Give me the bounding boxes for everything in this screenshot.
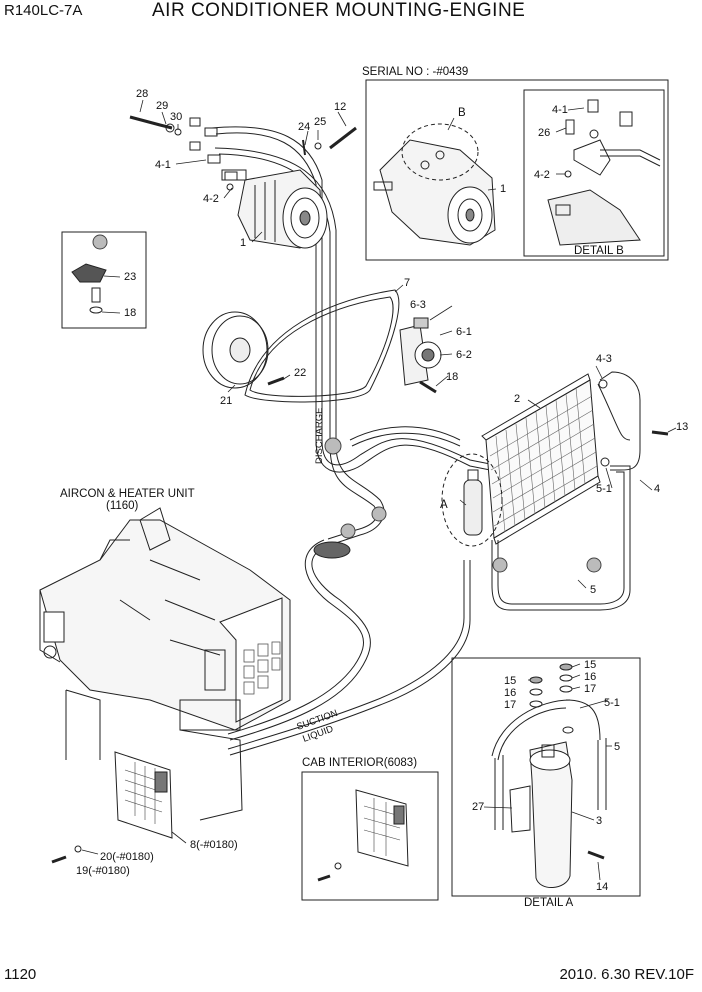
detail-a-orings xyxy=(529,663,573,708)
part-label-8: 8(-#0180) xyxy=(190,839,238,851)
part-label-1: 1 xyxy=(240,237,246,249)
screw-19-20 xyxy=(51,845,82,864)
detail-b-caption: DETAIL B xyxy=(574,245,624,257)
part-label-20: 20(-#0180) xyxy=(100,851,154,863)
part-label-5: 5 xyxy=(590,584,596,596)
detail-a-drier xyxy=(491,699,607,888)
detail-a-label-15-right: 15 xyxy=(584,659,596,671)
part-label-19: 19(-#0180) xyxy=(76,865,130,877)
revision-date: 2010. 6.30 REV.10F xyxy=(559,966,694,983)
detail-a-label-17-right: 17 xyxy=(584,683,596,695)
detail-a-label-16-right: 16 xyxy=(584,671,596,683)
part-label-6-3: 6-3 xyxy=(410,299,426,311)
part-label-18: 18 xyxy=(446,371,458,383)
aircon-lower-bracket xyxy=(65,689,243,821)
air-filter-cover xyxy=(114,751,173,839)
drive-belt xyxy=(244,289,400,403)
part-label-23: 23 xyxy=(124,271,136,283)
part-label-6-1: 6-1 xyxy=(456,326,472,338)
part-label-12: 12 xyxy=(334,101,346,113)
part-label-4: 4 xyxy=(654,483,660,495)
part-label-5-1: 5-1 xyxy=(596,483,612,495)
aircon-unit-caption: AIRCON & HEATER UNIT xyxy=(60,488,195,500)
detail-a-label-15-left: 15 xyxy=(504,675,516,687)
page-title: AIR CONDITIONER MOUNTING-ENGINE xyxy=(152,0,526,21)
part-label-13: 13 xyxy=(676,421,688,433)
part-label-4-2: 4-2 xyxy=(203,193,219,205)
bolt-22 xyxy=(267,376,285,386)
serial-label-1: 1 xyxy=(500,183,506,195)
detail-a-callout xyxy=(441,453,503,547)
part-label-18-inset: 18 xyxy=(124,307,136,319)
bolt-14 xyxy=(587,850,605,860)
serial-compressor xyxy=(373,123,496,246)
hose-text-discharge: DISCHARGE xyxy=(314,408,325,464)
leader-lines xyxy=(81,99,677,881)
bracket-23 xyxy=(71,263,107,314)
liquid-hose xyxy=(227,426,471,756)
bolt-13 xyxy=(651,430,669,436)
cab-interior-filter xyxy=(317,789,409,882)
tension-pulley xyxy=(399,317,442,394)
part-label-22: 22 xyxy=(294,367,306,379)
serial-caption: SERIAL NO : -#0439 xyxy=(362,66,468,78)
detail-b-letter: B xyxy=(458,107,466,119)
part-label-29: 29 xyxy=(156,100,168,112)
detail-b-manifold xyxy=(547,99,661,246)
condenser xyxy=(481,373,601,545)
detail-a-label-5-1: 5-1 xyxy=(604,697,620,709)
serial-inset-frame xyxy=(365,79,669,261)
cab-interior-frame xyxy=(301,771,439,901)
part-label-21: 21 xyxy=(220,395,232,407)
detail-a-caption: DETAIL A xyxy=(524,897,574,909)
detail-a-label-17-left: 17 xyxy=(504,699,516,711)
condenser-hoses xyxy=(491,371,641,611)
detail-b-label-26: 26 xyxy=(538,127,550,139)
hose-clamps xyxy=(92,234,602,573)
model-number: R140LC-7A xyxy=(4,2,83,19)
aircon-heater-unit xyxy=(39,507,291,731)
inset-bracket-frame xyxy=(61,231,147,329)
part-label-4-3: 4-3 xyxy=(596,353,612,365)
detail-a-label-3: 3 xyxy=(596,815,602,827)
receiver-drier-small xyxy=(463,469,483,536)
detail-a-label-16-left: 16 xyxy=(504,687,516,699)
cab-interior-caption: CAB INTERIOR(6083) xyxy=(302,757,417,769)
discharge-hose xyxy=(211,126,521,477)
detail-a-frame xyxy=(451,657,641,897)
part-label-7: 7 xyxy=(404,277,410,289)
fitting-5-1 xyxy=(600,457,610,467)
aircon-unit-ref: (1160) xyxy=(106,500,139,512)
pulley xyxy=(202,311,269,389)
detail-b-frame xyxy=(523,89,665,257)
part-label-28: 28 xyxy=(136,88,148,100)
part-label-4-1: 4-1 xyxy=(155,159,171,171)
detail-a-label-27: 27 xyxy=(472,801,484,813)
part-label-30: 30 xyxy=(170,111,182,123)
part-label-24: 24 xyxy=(298,121,310,133)
page-number: 1120 xyxy=(4,966,37,983)
detail-a-label-5: 5 xyxy=(614,741,620,753)
detail-a-label-14: 14 xyxy=(596,881,608,893)
part-label-2: 2 xyxy=(514,393,520,405)
part-label-25: 25 xyxy=(314,116,326,128)
compressor-fittings xyxy=(129,115,357,191)
detail-b-label-4-2: 4-2 xyxy=(534,169,550,181)
hose-grommet xyxy=(313,541,351,559)
compressor xyxy=(221,169,328,249)
detail-a-letter: A xyxy=(440,499,448,511)
detail-b-label-4-1: 4-1 xyxy=(552,104,568,116)
fitting-4-3 xyxy=(598,379,608,389)
part-label-6-2: 6-2 xyxy=(456,349,472,361)
